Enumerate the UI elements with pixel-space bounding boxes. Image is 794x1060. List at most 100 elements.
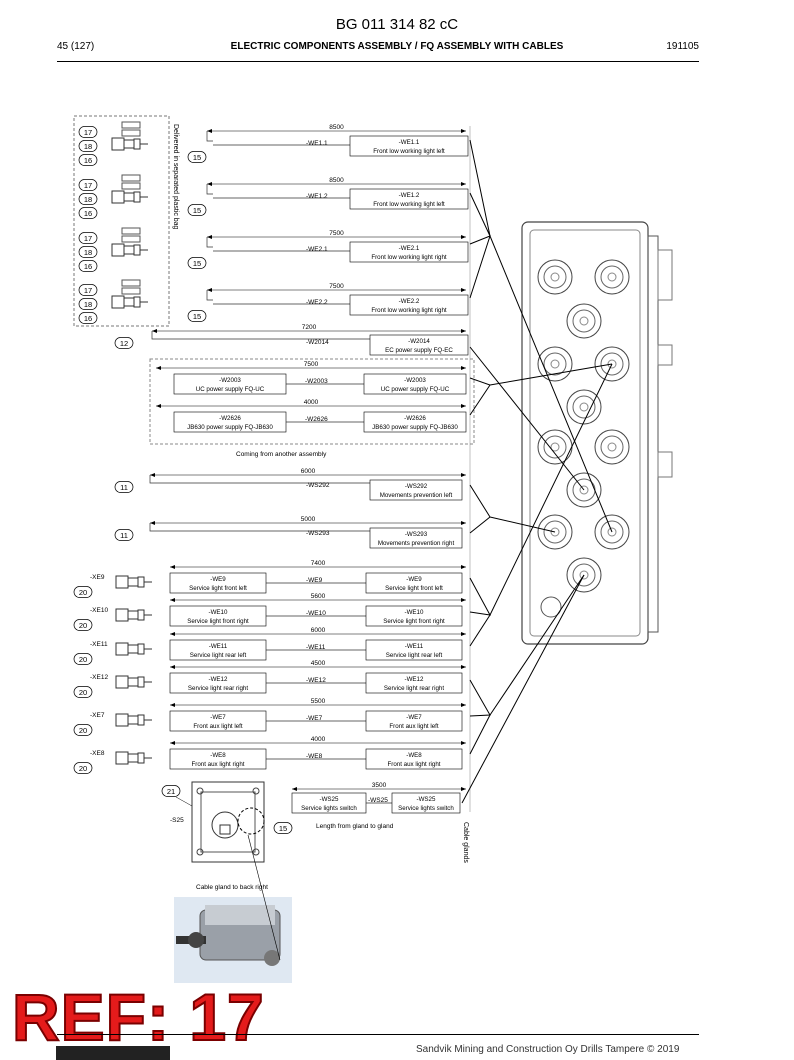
document-date: 191105 — [666, 41, 699, 52]
cable-label-box-tag: -WE7 — [406, 714, 422, 721]
cable-label-box-desc: Front low working light right — [371, 307, 447, 314]
part-callout: 17 — [84, 128, 92, 137]
cable-tag: -WE9 — [306, 577, 323, 584]
part-callout-bubble — [78, 246, 98, 258]
cable-label-box-tag: -W2626 — [219, 415, 241, 422]
cable-gland — [566, 472, 602, 508]
cable-label-box-desc: EC power supply FQ-EC — [385, 347, 453, 354]
cable-label-box-tag: -W2003 — [404, 377, 426, 384]
cable-label-box — [365, 639, 463, 661]
part-callout: 18 — [84, 248, 92, 257]
cable-label-box-desc: UC power supply FQ-UC — [381, 386, 450, 393]
switch-photo — [174, 834, 292, 983]
cable-label-box-tag: -WS25 — [417, 796, 436, 803]
cable-label-box-tag: -W2626 — [404, 415, 426, 422]
cable-label-box-tag: -WE9 — [406, 576, 422, 583]
cable-label-box-tag: -WE9 — [210, 576, 226, 583]
cable-label-box-desc: Front low working light right — [371, 254, 447, 261]
cable-label-box-desc: Movements prevention right — [378, 540, 455, 547]
cable-label-box — [365, 748, 463, 770]
part-callout-bubble — [78, 126, 98, 138]
cable-label-box — [369, 479, 463, 501]
cable-label-box-tag: -WE2.2 — [399, 298, 420, 305]
cable-gland — [594, 259, 630, 295]
connector-tag: -XE10 — [90, 607, 108, 614]
cable-gland — [566, 303, 602, 339]
page-number: 45 (127) — [57, 41, 95, 52]
part-callout: 20 — [79, 688, 87, 697]
cable-label-box-tag: -WE11 — [405, 643, 424, 650]
connection-line — [461, 574, 585, 804]
part-callout-bubble — [78, 179, 98, 191]
part-callout: 20 — [79, 655, 87, 664]
cable-tag: -WE2.2 — [306, 299, 328, 306]
connector-tag: -XE12 — [90, 674, 108, 681]
cable-length: 8500 — [329, 124, 344, 131]
cable-label-box-tag: -WS292 — [405, 483, 428, 490]
part-callout: 15 — [193, 153, 201, 162]
cable-label-box-tag: -WE10 — [209, 609, 228, 616]
part-callout-bubble — [78, 154, 98, 166]
part-callout-bubble — [114, 529, 134, 541]
part-callout-bubble — [161, 785, 181, 797]
part-callout-bubble — [114, 337, 134, 349]
part-callout: 20 — [79, 621, 87, 630]
cable-label-box-tag: -WE12 — [209, 676, 228, 683]
cable-label-box — [369, 334, 469, 356]
cable-gland — [537, 259, 573, 295]
cable-tag: -WS25 — [368, 797, 388, 804]
connector-plug — [115, 608, 129, 622]
part-callout: 17 — [84, 234, 92, 243]
connection-line — [469, 139, 491, 237]
connector-plug — [111, 137, 125, 151]
connection-line — [489, 516, 556, 533]
cable-label-box-desc: Movements prevention left — [380, 492, 453, 499]
cable-length: 5000 — [301, 516, 316, 523]
connector-plug — [111, 190, 125, 204]
connection-line — [469, 377, 491, 416]
cable-label-box-tag: -WS25 — [320, 796, 339, 803]
cable-label-box-desc: Service light front right — [187, 618, 249, 625]
cable-label-box-desc: Service light rear right — [188, 685, 248, 692]
part-callout: 15 — [193, 206, 201, 215]
cable-label-box-desc: Front aux light left — [389, 723, 438, 730]
connection-line — [469, 577, 491, 647]
cable-tag: -WE1.1 — [306, 140, 328, 147]
cable-label-box-tag: -WE11 — [209, 643, 228, 650]
cable-tag: -WE1.2 — [306, 193, 328, 200]
cable-length: 4500 — [311, 660, 326, 667]
footer-rule — [57, 1034, 699, 1035]
cable-tag: -W2003 — [305, 378, 328, 385]
cable-label-box — [349, 294, 469, 316]
part-callout-bubble — [78, 207, 98, 219]
part-callout-bubble — [78, 260, 98, 272]
cable-length: 4000 — [304, 399, 319, 406]
junction-box — [521, 221, 673, 645]
part-callout: 18 — [84, 142, 92, 151]
cable-tag: -WE7 — [306, 715, 323, 722]
connector-plug — [115, 751, 129, 765]
cable-label-box-desc: Front aux light right — [192, 761, 245, 768]
cable-gland — [594, 429, 630, 465]
another-assembly-frame — [149, 358, 475, 445]
connection-line — [469, 484, 491, 534]
part-callout-bubble — [114, 481, 134, 493]
part-callout: 16 — [84, 262, 92, 271]
group-note: Coming from another assembly — [236, 451, 327, 458]
part-callout: 21 — [167, 787, 175, 796]
part-callout-bubble — [187, 151, 207, 163]
cable-label-box-tag: -W2003 — [219, 377, 241, 384]
cable-label-box-desc: Service lights switch — [398, 805, 454, 812]
cable-label-box-tag: -WE12 — [405, 676, 424, 683]
part-callout: 20 — [79, 764, 87, 773]
part-callout: 11 — [120, 531, 128, 540]
cable-label-box — [363, 373, 467, 395]
cable-gland — [537, 514, 573, 550]
part-callout-bubble — [78, 193, 98, 205]
connection-line — [489, 235, 613, 533]
cable-label-box — [365, 605, 463, 627]
cable-gland — [594, 514, 630, 550]
cable-label-box — [391, 792, 461, 814]
cable-length: 5500 — [311, 698, 326, 705]
cable-label-box — [349, 188, 469, 210]
